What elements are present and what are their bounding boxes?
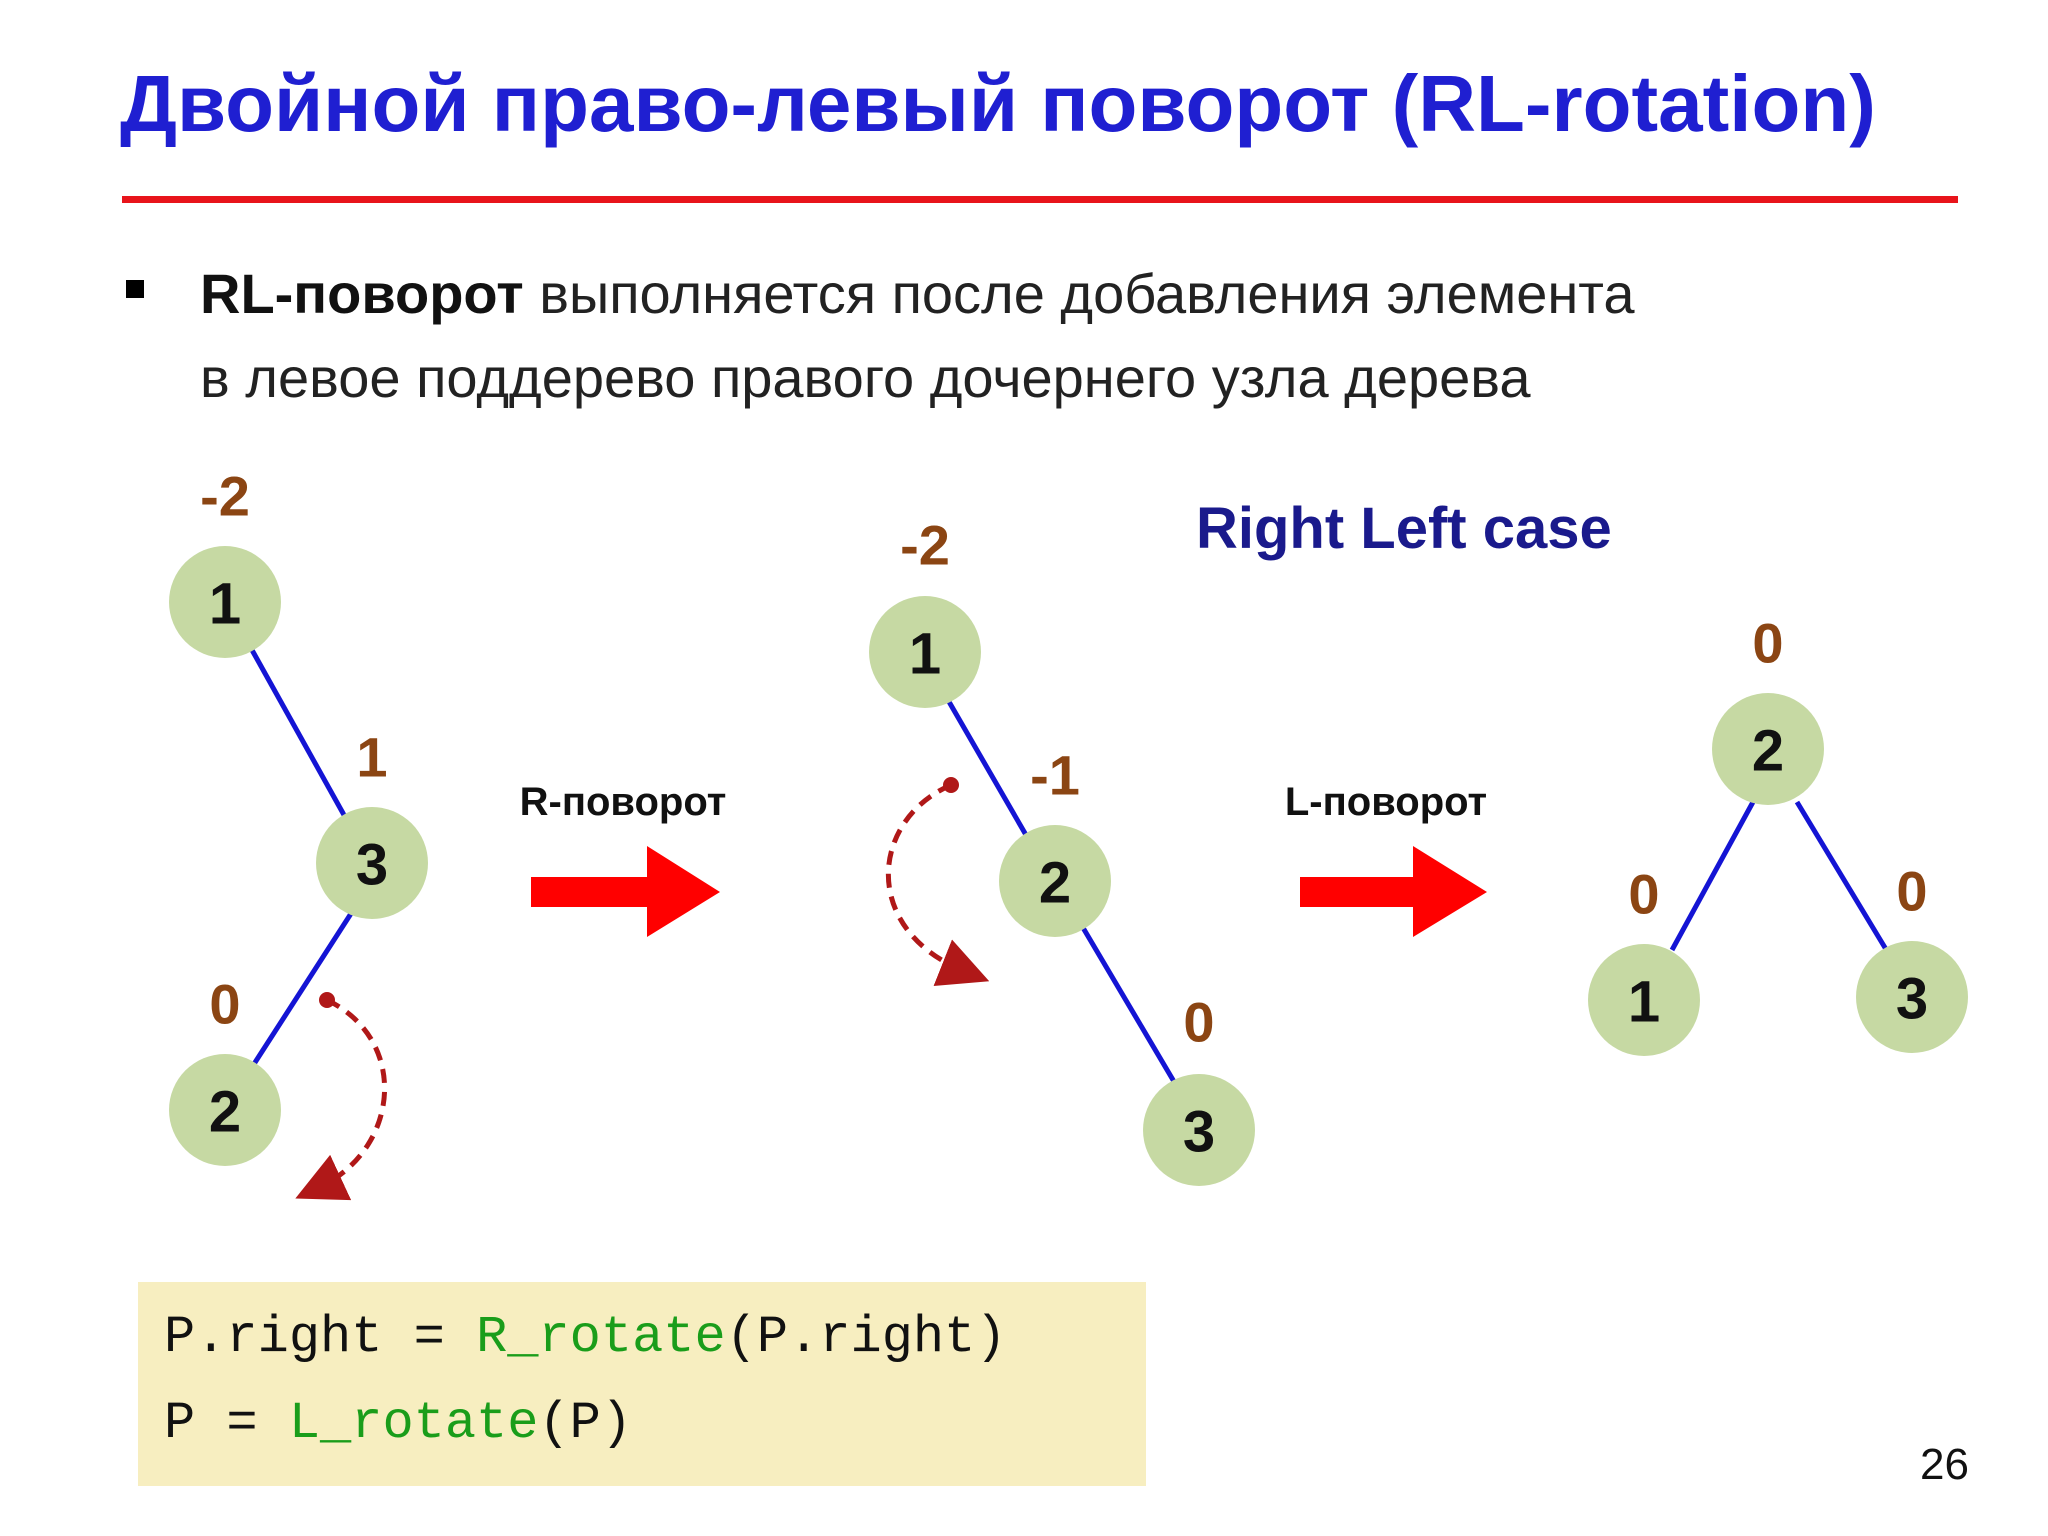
code-text: P.right = — [164, 1308, 477, 1367]
edge-2-3 — [1079, 924, 1179, 1087]
balance-factor: -2 — [200, 465, 250, 528]
balance-factor: 0 — [1752, 612, 1783, 675]
code-line-2: P = L_rotate(P) — [164, 1394, 632, 1453]
edge-1-2 — [945, 698, 1029, 837]
balance-factor: 0 — [1628, 863, 1659, 926]
rotation-arrow — [885, 782, 990, 987]
node-key: 1 — [909, 622, 941, 687]
bullet-term: RL-поворот — [200, 262, 524, 325]
rotation-arrow — [295, 997, 387, 1201]
code-function: L_rotate — [288, 1394, 539, 1453]
tree-node: 2 — [169, 1054, 281, 1166]
step-arrow-2 — [1300, 846, 1487, 937]
node-key: 1 — [1628, 970, 1660, 1035]
balance-factor: 0 — [1183, 991, 1214, 1054]
node-key: 3 — [1183, 1100, 1215, 1165]
code-function: R_rotate — [476, 1308, 726, 1367]
code-block: P.right = R_rotate(P.right) P = L_rotate… — [138, 1282, 1146, 1486]
node-key: 3 — [1896, 967, 1928, 1032]
node-key: 2 — [209, 1080, 241, 1145]
step-label-left-rotation: L-поворот — [1285, 780, 1487, 824]
tree-node: 2 — [999, 825, 1111, 937]
bullet-description: выполняется после добавления элемента — [523, 262, 1635, 325]
tree-node: 1 — [1588, 944, 1700, 1056]
code-text: (P.right) — [725, 1308, 1007, 1367]
balance-factor: 0 — [209, 973, 240, 1036]
tree-node: 1 — [869, 596, 981, 708]
node-key: 1 — [209, 572, 241, 637]
tree-node: 3 — [1856, 941, 1968, 1053]
tree-node: 2 — [1712, 693, 1824, 805]
edge-2-1 — [1669, 800, 1756, 952]
tree-node: 3 — [1143, 1074, 1255, 1186]
code-text: (P) — [538, 1394, 633, 1453]
title-underline — [122, 196, 1958, 203]
code-text: P = — [164, 1394, 289, 1453]
edge-3-2 — [251, 910, 355, 1066]
balance-factor: -2 — [900, 514, 950, 577]
step-label-right-rotation: R-поворот — [520, 780, 727, 824]
tree-node: 1 — [169, 546, 281, 658]
step-arrow-1 — [531, 846, 720, 937]
bullet-description-line2: в левое поддерево правого дочернего узла… — [200, 346, 1531, 409]
bullet-marker — [126, 280, 144, 298]
node-key: 3 — [356, 833, 388, 898]
node-key: 2 — [1039, 851, 1071, 916]
edge-1-3 — [249, 648, 347, 817]
page-number: 26 — [1920, 1440, 1969, 1489]
case-label: Right Left case — [1196, 496, 1612, 561]
tree-before: 1 -2 3 1 2 0 — [169, 465, 428, 1201]
slide-title: Двойной право-левый поворот (RL-rotation… — [120, 59, 1876, 148]
tree-after-left-rotation: 2 0 1 0 3 0 — [1588, 612, 1968, 1056]
tree-node: 3 — [316, 807, 428, 919]
node-key: 2 — [1752, 719, 1784, 784]
edge-2-3 — [1794, 800, 1890, 953]
bullet-text: RL-поворот выполняется после добавления … — [200, 252, 1634, 420]
tree-after-right-rotation: 1 -2 2 -1 3 0 — [869, 514, 1255, 1186]
balance-factor: -1 — [1030, 744, 1080, 807]
code-line-1: P.right = R_rotate(P.right) — [164, 1308, 1007, 1367]
balance-factor: 1 — [356, 726, 387, 789]
balance-factor: 0 — [1896, 860, 1927, 923]
